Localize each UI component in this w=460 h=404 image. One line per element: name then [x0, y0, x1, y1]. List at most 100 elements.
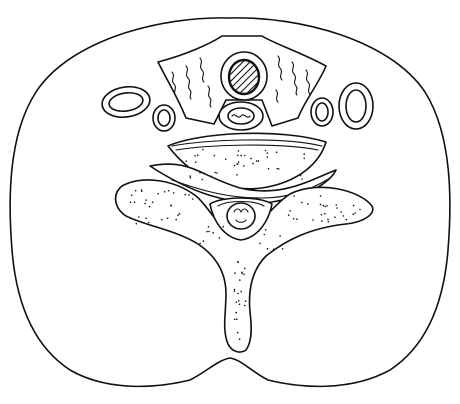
stipple-dot: [359, 209, 361, 211]
stipple-dot: [320, 195, 322, 197]
stipple-dot: [279, 235, 281, 237]
stipple-dot: [236, 174, 238, 176]
stipple-dot: [258, 160, 260, 162]
stipple-dot: [340, 211, 342, 213]
vessel-left-small: [153, 105, 175, 131]
stipple-dot: [259, 243, 261, 245]
stipple-dot: [237, 293, 239, 295]
stipple-dot: [238, 150, 240, 152]
stipple-dot: [278, 168, 280, 170]
stipple-dot: [136, 223, 138, 225]
stipple-dot: [258, 230, 260, 232]
stipple-dot: [276, 151, 278, 153]
stipple-dot: [245, 300, 247, 302]
stipple-dot: [265, 150, 267, 152]
stipple-dot: [179, 213, 181, 215]
stipple-dot: [219, 237, 221, 239]
stipple-dot: [237, 155, 239, 157]
stipple-dot: [237, 332, 239, 334]
stipple-dot: [130, 201, 132, 203]
stipple-dot: [206, 231, 208, 233]
stipple-dot: [199, 172, 201, 174]
stipple-dot: [134, 201, 136, 203]
stipple-dot: [225, 158, 227, 160]
stipple-dot: [238, 161, 240, 163]
stipple-dot: [276, 168, 278, 170]
stipple-dot: [152, 201, 154, 203]
stipple-dot: [203, 240, 205, 242]
stipple-dot: [195, 161, 197, 163]
stipple-dot: [240, 155, 242, 157]
stipple-dot: [145, 199, 147, 201]
stipple-dot: [185, 194, 187, 196]
stipple-dot: [244, 305, 246, 307]
stipple-dot: [216, 172, 218, 174]
stipple-dot: [190, 177, 192, 179]
stipple-dot: [239, 338, 241, 340]
stipple-dot: [301, 202, 303, 204]
stipple-dot: [252, 163, 254, 165]
stipple-dot: [234, 319, 236, 321]
stipple-dot: [296, 218, 298, 220]
stipple-dot: [168, 190, 170, 192]
stipple-dot: [320, 204, 322, 206]
stipple-dot: [303, 153, 305, 155]
stipple-dot: [175, 219, 177, 221]
stipple-dot: [326, 205, 328, 207]
stipple-dot: [239, 279, 241, 281]
stipple-dot: [244, 155, 246, 157]
stipple-dot: [202, 149, 204, 151]
stipple-dot: [234, 272, 236, 274]
stipple-dot: [307, 203, 309, 205]
stipple-dot: [161, 219, 163, 221]
stipple-dot: [148, 222, 150, 224]
stipple-dot: [336, 204, 338, 206]
stipple-dot: [164, 191, 166, 193]
stipple-dot: [212, 232, 214, 234]
stipple-dot: [312, 219, 314, 221]
stipple-dot: [199, 243, 201, 245]
stipple-dot: [323, 205, 325, 207]
stipple-dot: [289, 210, 291, 212]
stipple-dot: [214, 155, 216, 157]
stipple-dot: [300, 175, 302, 177]
stipple-dot: [291, 178, 293, 180]
stipple-dot: [268, 168, 270, 170]
stipple-dot: [327, 219, 329, 221]
stipple-dot: [343, 215, 345, 217]
stipple-dot: [208, 231, 210, 233]
stipple-dot: [267, 248, 269, 250]
stipple-dot: [321, 214, 323, 216]
stipple-dot: [194, 155, 196, 157]
stipple-dot: [238, 300, 240, 302]
stipple-dot: [267, 152, 269, 154]
stipple-dot: [241, 273, 243, 275]
stipple-dot: [208, 226, 210, 228]
stipple-dot: [265, 229, 267, 231]
stipple-dot: [237, 261, 239, 263]
stipple-dot: [177, 214, 179, 216]
stipple-dot: [236, 318, 238, 320]
stipple-dot: [135, 190, 137, 192]
stipple-dot: [236, 301, 238, 303]
stipple-dot: [239, 304, 241, 306]
stipple-dot: [214, 172, 216, 174]
stipple-dot: [197, 154, 199, 156]
stipple-dot: [264, 234, 266, 236]
stipple-dot: [236, 163, 238, 165]
stipple-dot: [144, 203, 146, 205]
stipple-dot: [324, 213, 326, 215]
stipple-dot: [235, 312, 237, 314]
stipple-dot: [273, 248, 275, 250]
stipple-dot: [201, 179, 203, 181]
stipple-dot: [185, 160, 187, 162]
stipple-dot: [353, 213, 355, 215]
stipple-dot: [173, 192, 175, 194]
spinal-cord: [227, 203, 255, 229]
stipple-dot: [293, 195, 295, 197]
stipple-dot: [324, 206, 326, 208]
trachea-lumen: [229, 60, 259, 94]
stipple-dot: [138, 216, 140, 218]
stipple-dot: [243, 165, 245, 167]
